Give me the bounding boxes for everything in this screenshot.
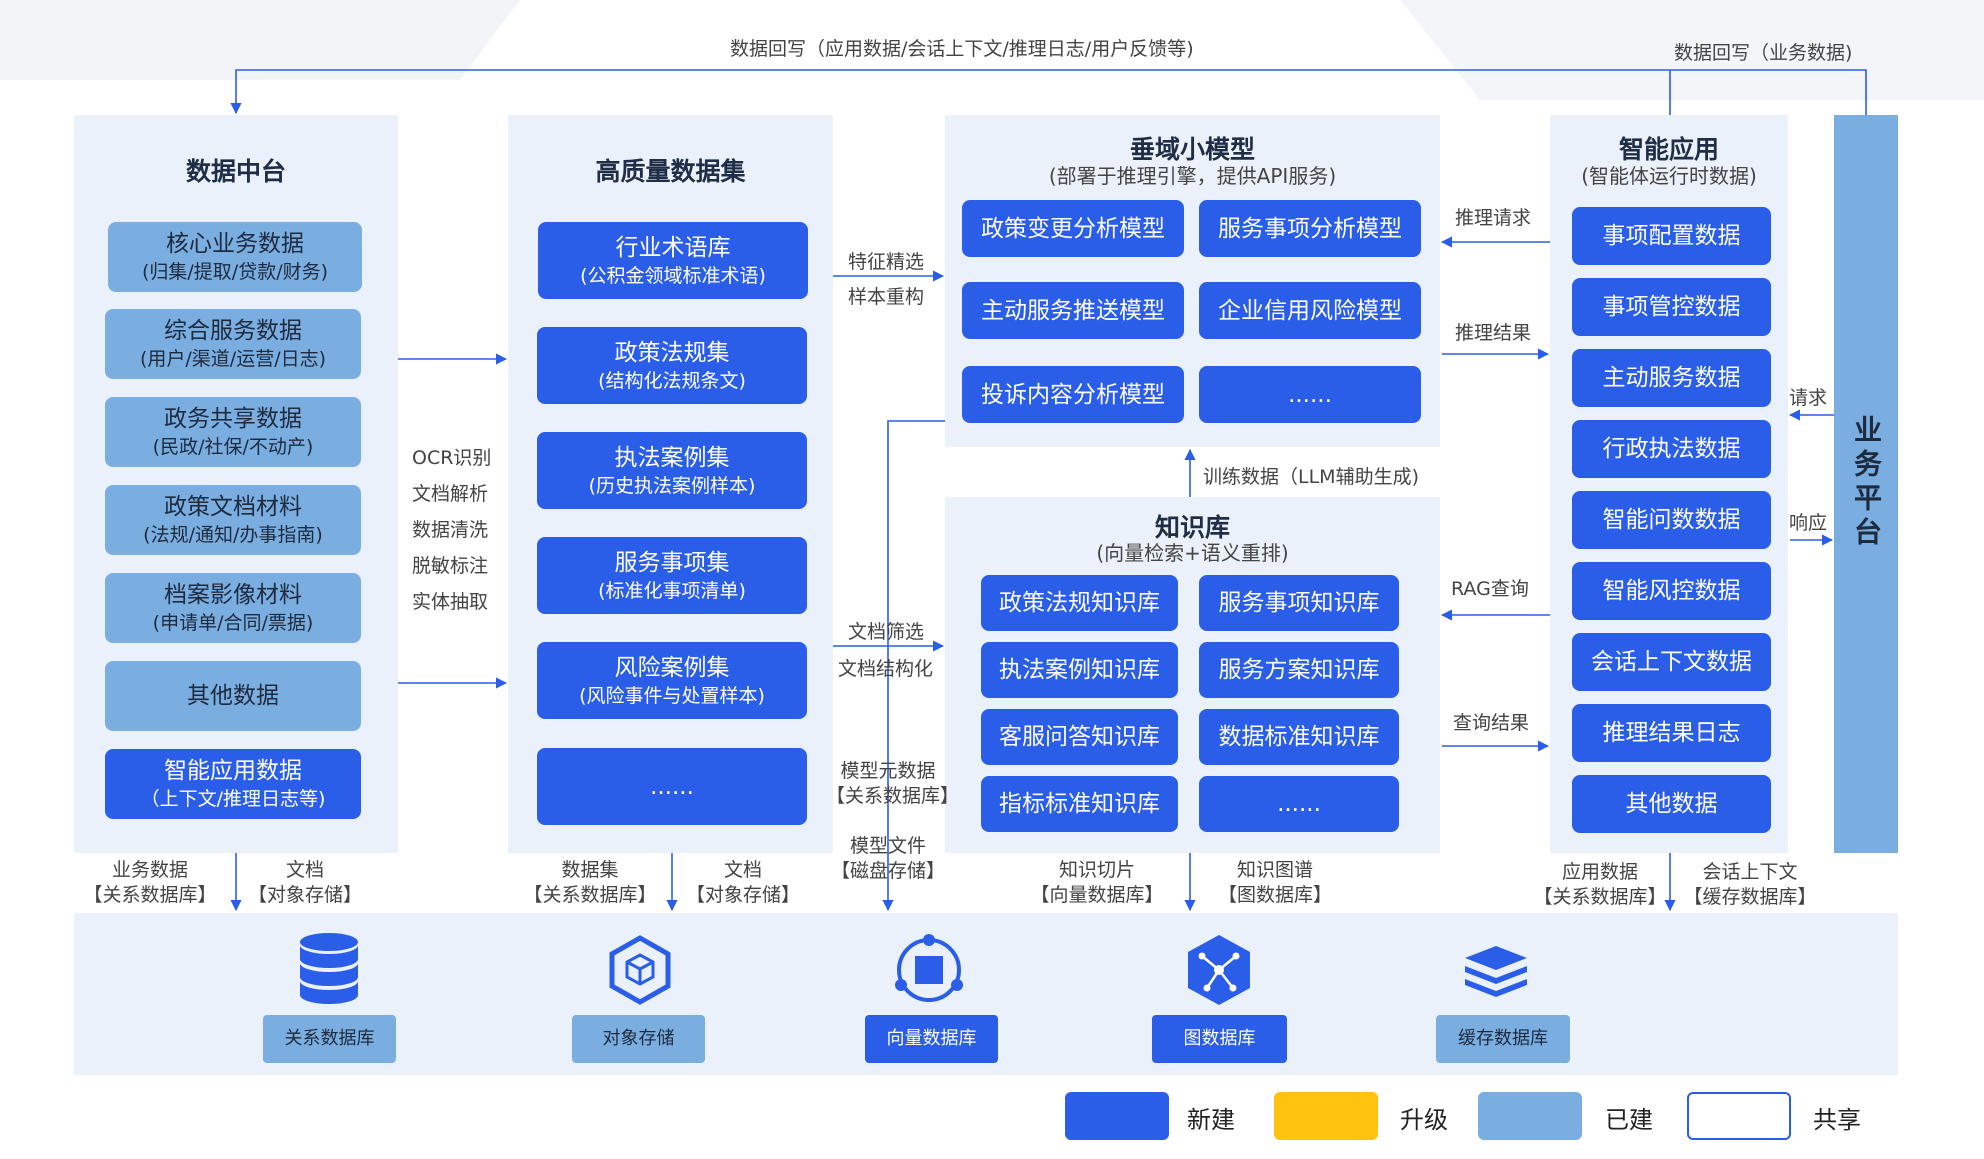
storage-relational-db[interactable]: 关系数据库 bbox=[263, 1015, 396, 1063]
app-item[interactable]: 会话上下文数据 bbox=[1572, 633, 1771, 691]
feature-select-label: 特征精选 bbox=[848, 251, 925, 273]
small-model-subtitle: (部署于推理引擎，提供API服务) bbox=[1048, 164, 1337, 188]
data-center-item[interactable]: 档案影像材料(申请单/合同/票据) bbox=[105, 573, 361, 643]
knowledge-item[interactable]: ...... bbox=[1199, 776, 1399, 832]
small-model-title: 垂域小模型 bbox=[1129, 135, 1255, 164]
legend-swatch-new bbox=[1065, 1092, 1169, 1140]
model-item[interactable]: 政策变更分析模型 bbox=[962, 200, 1184, 257]
database-icon bbox=[300, 933, 358, 1004]
feedback-label-left: 数据回写（应用数据/会话上下文/推理日志/用户反馈等) bbox=[730, 38, 1194, 60]
bottom-flow-label: 文档【对象存储】 bbox=[247, 859, 362, 906]
app-item[interactable]: 智能风控数据 bbox=[1572, 562, 1771, 620]
process-step: 文档解析 bbox=[412, 483, 489, 505]
cube-icon bbox=[609, 935, 671, 1005]
storage-graph-db[interactable]: 图数据库 bbox=[1152, 1015, 1287, 1063]
feedback-label-right: 数据回写（业务数据) bbox=[1674, 42, 1853, 64]
knowledge-item[interactable]: 数据标准知识库 bbox=[1199, 709, 1399, 765]
train-data-label: 训练数据（LLM辅助生成) bbox=[1203, 466, 1419, 488]
request-label: 请求 bbox=[1789, 387, 1828, 409]
storage-vector-db[interactable]: 向量数据库 bbox=[865, 1015, 998, 1063]
bottom-flow-label: 文档【对象存储】 bbox=[685, 859, 800, 906]
doc-filter-label: 文档筛选 bbox=[848, 621, 925, 643]
app-item[interactable]: 行政执法数据 bbox=[1572, 420, 1771, 478]
storage-object[interactable]: 对象存储 bbox=[572, 1015, 705, 1063]
dataset-item[interactable]: 风险案例集(风险事件与处置样本) bbox=[537, 642, 807, 719]
data-center-item[interactable]: 核心业务数据(归集/提取/贷款/财务) bbox=[108, 222, 362, 292]
knowledge-item[interactable]: 客服问答知识库 bbox=[981, 709, 1178, 765]
app-item[interactable]: 其他数据 bbox=[1572, 775, 1771, 833]
process-step: OCR识别 bbox=[412, 447, 492, 469]
legend-swatch-shared bbox=[1687, 1092, 1791, 1140]
legend-label-shared: 共享 bbox=[1813, 1106, 1861, 1134]
bottom-flow-label: 知识切片【向量数据库】 bbox=[1030, 859, 1164, 906]
model-item[interactable]: 企业信用风险模型 bbox=[1199, 282, 1421, 339]
legend-swatch-built bbox=[1478, 1092, 1582, 1140]
model-item[interactable]: 主动服务推送模型 bbox=[962, 282, 1184, 339]
data-center-item[interactable]: 政务共享数据(民政/社保/不动产) bbox=[105, 397, 361, 467]
data-center-item[interactable]: 政策文档材料(法规/通知/办事指南) bbox=[105, 485, 361, 555]
doc-structure-label: 文档结构化 bbox=[838, 658, 934, 680]
bottom-flow-label: 会话上下文【缓存数据库】 bbox=[1683, 861, 1817, 908]
legend-label-upgrade: 升级 bbox=[1400, 1106, 1448, 1134]
knowledge-subtitle: (向量检索+语义重排) bbox=[1096, 541, 1289, 565]
app-item[interactable]: 推理结果日志 bbox=[1572, 704, 1771, 762]
dataset-item[interactable]: 服务事项集(标准化事项清单) bbox=[537, 537, 807, 614]
graph-icon bbox=[1188, 935, 1250, 1005]
vector-icon bbox=[895, 934, 963, 1002]
model-item[interactable]: 投诉内容分析模型 bbox=[962, 366, 1184, 423]
dataset-title: 高质量数据集 bbox=[595, 157, 746, 186]
dataset-item[interactable]: 执法案例集(历史执法案例样本) bbox=[537, 432, 807, 509]
smart-app-title: 智能应用 bbox=[1618, 135, 1719, 164]
process-step: 数据清洗 bbox=[412, 519, 489, 541]
data-center-item[interactable]: 其他数据 bbox=[105, 661, 361, 731]
legend-label-built: 已建 bbox=[1605, 1106, 1653, 1134]
legend-swatch-upgrade bbox=[1274, 1092, 1378, 1140]
legend-label-new: 新建 bbox=[1187, 1106, 1235, 1134]
knowledge-item[interactable]: 指标标准知识库 bbox=[981, 776, 1178, 832]
business-platform-bar[interactable] bbox=[1834, 115, 1898, 853]
layers-icon bbox=[1465, 946, 1527, 997]
model-item[interactable]: ...... bbox=[1199, 366, 1421, 423]
app-item[interactable]: 事项配置数据 bbox=[1572, 207, 1771, 265]
dataset-item[interactable]: 政策法规集(结构化法规条文) bbox=[537, 327, 807, 404]
knowledge-item[interactable]: 服务方案知识库 bbox=[1199, 642, 1399, 698]
business-platform-label: 业务平台 bbox=[1850, 415, 1883, 551]
app-item[interactable]: 主动服务数据 bbox=[1572, 349, 1771, 407]
dataset-item[interactable]: 行业术语库(公积金领域标准术语) bbox=[538, 222, 808, 299]
data-center-title: 数据中台 bbox=[185, 157, 286, 186]
model-meta-label: 模型元数据【关系数据库】 bbox=[826, 760, 960, 807]
knowledge-item[interactable]: 服务事项知识库 bbox=[1199, 575, 1399, 631]
infer-request-label: 推理请求 bbox=[1455, 207, 1532, 229]
sample-rebuild-label: 样本重构 bbox=[848, 286, 925, 308]
rag-query-label: RAG查询 bbox=[1451, 578, 1529, 600]
infer-result-label: 推理结果 bbox=[1455, 322, 1532, 344]
knowledge-title: 知识库 bbox=[1154, 513, 1230, 542]
knowledge-item[interactable]: 政策法规知识库 bbox=[981, 575, 1178, 631]
app-item[interactable]: 事项管控数据 bbox=[1572, 278, 1771, 336]
bottom-flow-label: 知识图谱【图数据库】 bbox=[1217, 859, 1332, 906]
storage-cache-db[interactable]: 缓存数据库 bbox=[1436, 1015, 1570, 1063]
response-label: 响应 bbox=[1789, 512, 1828, 534]
model-item[interactable]: 服务事项分析模型 bbox=[1199, 200, 1421, 257]
dataset-item[interactable]: ...... bbox=[537, 748, 807, 825]
bottom-flow-label: 业务数据【关系数据库】 bbox=[83, 859, 217, 906]
query-result-label: 查询结果 bbox=[1453, 712, 1530, 734]
smart-app-subtitle: (智能体运行时数据) bbox=[1581, 164, 1757, 188]
data-center-item[interactable]: 综合服务数据(用户/渠道/运营/日志) bbox=[105, 309, 361, 379]
data-center-item-new[interactable]: 智能应用数据（上下文/推理日志等) bbox=[105, 749, 361, 819]
knowledge-item[interactable]: 执法案例知识库 bbox=[981, 642, 1178, 698]
app-item[interactable]: 智能问数数据 bbox=[1572, 491, 1771, 549]
process-step: 脱敏标注 bbox=[412, 555, 489, 577]
model-file-label: 模型文件【磁盘存储】 bbox=[830, 835, 945, 882]
bottom-flow-label: 数据集【关系数据库】 bbox=[523, 859, 657, 906]
process-step: 实体抽取 bbox=[412, 591, 489, 613]
bottom-flow-label: 应用数据【关系数据库】 bbox=[1533, 861, 1667, 908]
